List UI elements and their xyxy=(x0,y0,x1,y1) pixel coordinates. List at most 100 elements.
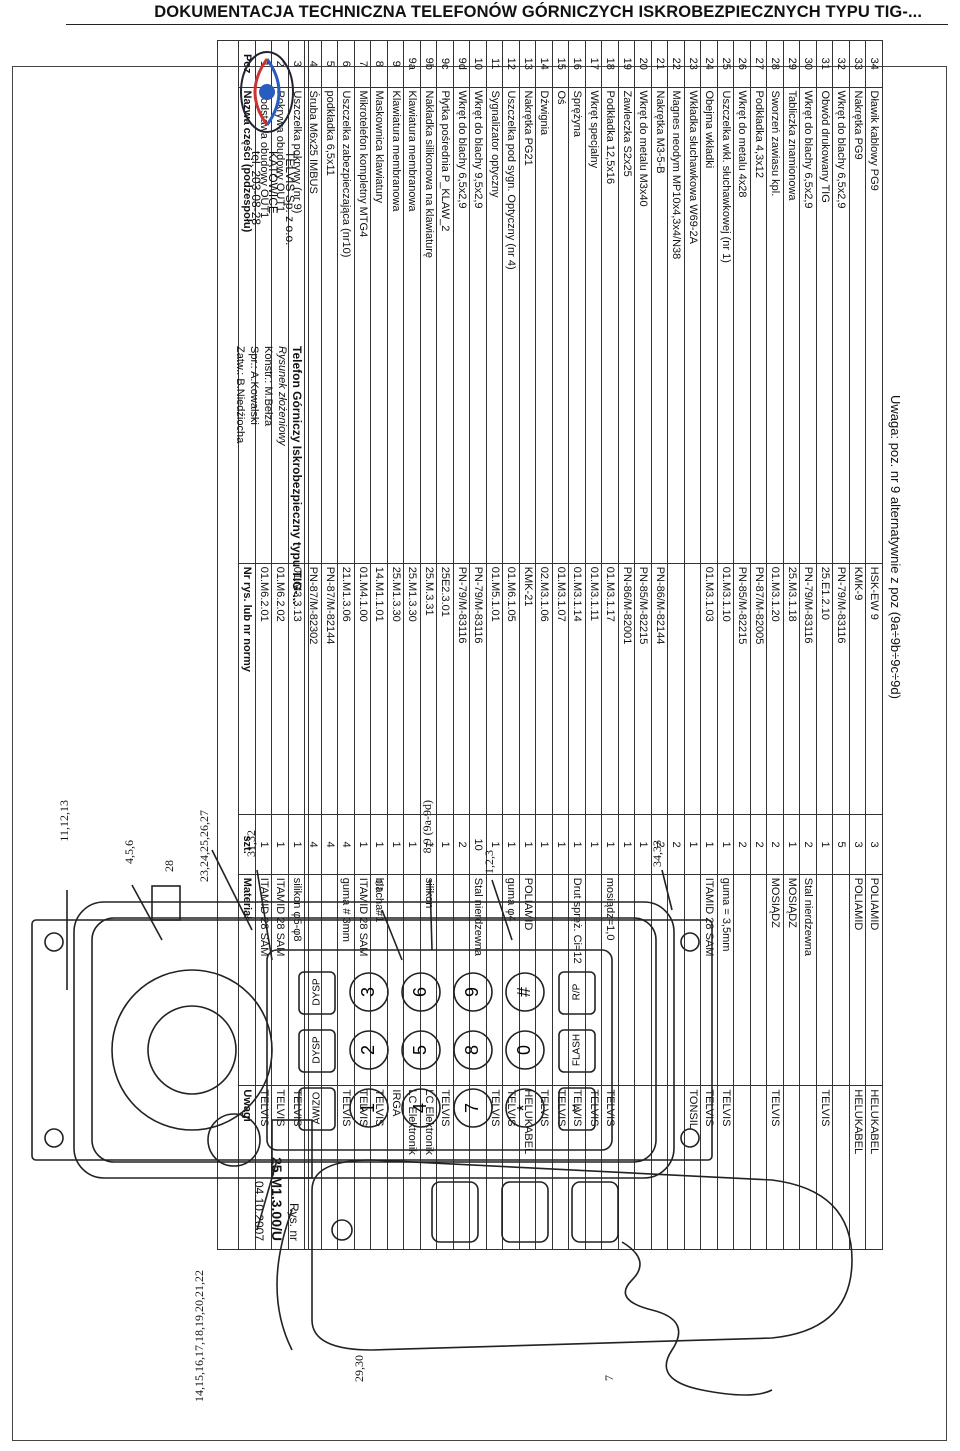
table-cell: 25.M1.3.30 xyxy=(387,563,404,815)
company-tel: tel. 203-08-28 xyxy=(249,151,263,226)
callout-14-22: 14,15,16,17,18,19,20,21,22 xyxy=(192,1270,206,1402)
table-cell: 22 xyxy=(668,40,685,87)
table-cell: 9c xyxy=(437,40,454,87)
keypad-key: 4 xyxy=(401,1088,441,1128)
table-cell: Wkręt do blachy 6,5x2,9 xyxy=(453,87,470,564)
table-cell: 9d xyxy=(453,40,470,87)
table-cell: Uszczelka pod sygn. Optyczny (nr 4) xyxy=(503,87,520,564)
keypad-key: DYSP xyxy=(298,1029,336,1073)
table-cell: 12 xyxy=(503,40,520,87)
keypad-key-label: * xyxy=(514,1104,534,1111)
keypad-key: 6 xyxy=(401,972,441,1012)
table-cell: KMK-21 xyxy=(519,563,536,815)
table-cell: 9a xyxy=(404,40,421,87)
rotated-parts-list: Uwaga: poz. nr 9 alternatywnie z poz (9a… xyxy=(217,40,907,1250)
table-cell: 6 xyxy=(338,40,355,87)
table-cell: Wkręt do blachy 9,5x2,9 xyxy=(470,87,487,564)
callout-1-2-3: 1,2,3 xyxy=(482,850,496,874)
zatw: Zatw.: B.Niedźiocha xyxy=(234,346,246,444)
table-cell: 01.M3.1.11 xyxy=(585,563,602,815)
table-cell: 10 xyxy=(470,40,487,87)
keypad-key-label: R/P xyxy=(572,983,583,1000)
callout-29-30: 29,30 xyxy=(352,1355,366,1382)
table-cell: 02.M3.1.06 xyxy=(536,563,553,815)
keypad-key: 5 xyxy=(401,1030,441,1070)
table-cell: PN-79/M-83116 xyxy=(800,563,817,815)
keypad-key: # xyxy=(505,972,545,1012)
table-cell: 24 xyxy=(701,40,718,87)
callout-28: 28 xyxy=(162,860,176,872)
table-cell: 9 xyxy=(387,40,404,87)
table-cell: Uszczelka zabezpieczająca (nr10) xyxy=(338,87,355,564)
keypad-key-label: M xyxy=(572,1104,583,1112)
table-cell: Dźwignia xyxy=(536,87,553,564)
table-cell: Maskownica klawiatury xyxy=(371,87,388,564)
keypad-key: FLASH xyxy=(558,1029,596,1073)
table-cell: Wkręt do blachy 6,5x2,9 xyxy=(833,87,850,564)
keypad-key-label: AWIZO xyxy=(312,1092,323,1125)
table-cell: 01.M3.1.17 xyxy=(602,563,619,815)
table-cell: podkładka 6,5x11 xyxy=(321,87,338,564)
table-cell: 25.M1.3.30 xyxy=(404,563,421,815)
table-cell: 20 xyxy=(635,40,652,87)
table-cell: 33 xyxy=(849,40,866,87)
keypad-key-label: # xyxy=(514,987,534,997)
table-cell: 31 xyxy=(816,40,833,87)
drawing-type: Rysunek złożeniowy xyxy=(276,346,288,446)
keypad-key-label: FLASH xyxy=(572,1034,583,1066)
table-cell: Płytka pośrednia P_KLAW_2 xyxy=(437,87,454,564)
document-title: DOKUMENTACJA TECHNICZNA TELEFONÓW GÓRNIC… xyxy=(154,3,922,21)
table-cell: PN-85/M-82215 xyxy=(734,563,751,815)
table-cell: PN-87/M-82144 xyxy=(321,563,338,815)
keypad-key-label: DYSP xyxy=(312,978,323,1006)
table-cell: Magnes neodym MP10x4,3x4/N38 xyxy=(668,87,685,564)
table-cell: Sygnalizator optyczny xyxy=(486,87,503,564)
table-cell: PN-86/M-82001 xyxy=(618,563,635,815)
keypad-key: 1 xyxy=(349,1088,389,1128)
callout-11-12-13: 11,12,13 xyxy=(57,800,71,842)
table-cell: 01.M3.1.14 xyxy=(569,563,586,815)
company-city: KATOWICE xyxy=(266,151,280,214)
table-cell: 25.M.3.31 xyxy=(420,563,437,815)
table-cell: Obwód drukowany TIG xyxy=(816,87,833,564)
table-cell: 16 xyxy=(569,40,586,87)
table-cell: 8 xyxy=(371,40,388,87)
table-cell: 21 xyxy=(651,40,668,87)
keypad-key-label: 4 xyxy=(410,1103,430,1113)
keypad-key: AWIZO xyxy=(298,1087,336,1131)
table-cell: Uszczelka wkł. słuchawkowej (nr 1) xyxy=(717,87,734,564)
table-cell xyxy=(684,563,701,815)
table-cell: 18 xyxy=(602,40,619,87)
callout-4-5-6: 4,5,6 xyxy=(122,840,136,864)
keypad-key-label: 1 xyxy=(358,1103,378,1113)
keypad-key: 3 xyxy=(349,972,389,1012)
table-cell: 9b xyxy=(420,40,437,87)
drawing-description: Telefon Górniczy Iskrobezpieczny typu TI… xyxy=(233,346,304,605)
table-cell: 01.M3.1.07 xyxy=(552,563,569,815)
table-cell: 27 xyxy=(750,40,767,87)
keypad-key-label: 3 xyxy=(358,987,378,997)
table-cell: 5 xyxy=(321,40,338,87)
table-cell: Wkładka słuchawkowa W69-2A xyxy=(684,87,701,564)
table-cell: 25E2.3.01 xyxy=(437,563,454,815)
keypad-key-label: 0 xyxy=(514,1045,534,1055)
table-cell: 25.E1.2.10 xyxy=(816,563,833,815)
table-cell: 28 xyxy=(767,40,784,87)
keypad-key: 7 xyxy=(453,1088,493,1128)
table-cell: PN-79/M-83116 xyxy=(453,563,470,815)
table-cell xyxy=(668,563,685,815)
table-cell: Tabliczka znamionowa xyxy=(783,87,800,564)
table-cell: Dławik kablowy PG9 xyxy=(866,87,883,564)
keypad-key-label: DYSP xyxy=(312,1036,323,1064)
spr: Spr.: A.Kowalski xyxy=(248,346,260,425)
table-cell: Wkręt specjalny xyxy=(585,87,602,564)
table-cell: Podkładka 12,5x16 xyxy=(602,87,619,564)
table-cell: KMK-9 xyxy=(849,563,866,815)
table-cell: Sworzeń zawiasu kpl. xyxy=(767,87,784,564)
table-cell: 01.M6.1.05 xyxy=(503,563,520,815)
keypad-key: DYSP xyxy=(298,971,336,1015)
keypad-key: 9 xyxy=(453,972,493,1012)
table-cell: 7 xyxy=(354,40,371,87)
